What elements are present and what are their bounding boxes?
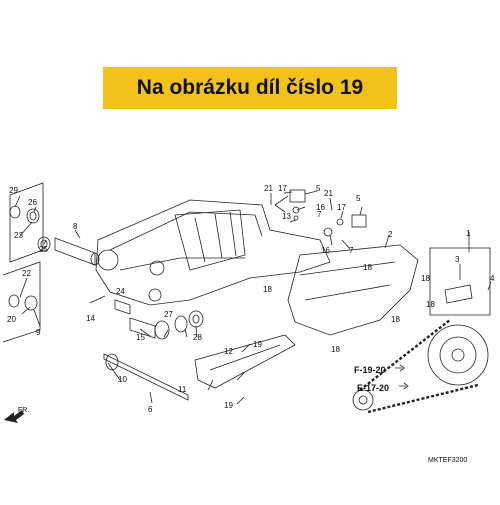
callout-27: 27 bbox=[164, 310, 173, 319]
banner-text: Na obrázku díl číslo 19 bbox=[136, 76, 364, 99]
callout-2: 2 bbox=[388, 230, 393, 239]
callout-21b: 21 bbox=[324, 189, 333, 198]
chain-case bbox=[287, 244, 419, 336]
pivot-sleeve bbox=[54, 237, 96, 266]
front-sprocket bbox=[352, 389, 374, 411]
callout-19a: 19 bbox=[253, 340, 262, 349]
drive-sprocket bbox=[427, 324, 489, 386]
callout-24: 24 bbox=[116, 287, 125, 296]
drive-chain bbox=[359, 319, 479, 414]
swingarm bbox=[95, 199, 331, 306]
callout-6: 6 bbox=[148, 405, 153, 414]
bearing-29 bbox=[9, 205, 21, 219]
callout-19b: 19 bbox=[224, 401, 233, 410]
ref-f-19-20[interactable]: F-19-20 bbox=[354, 365, 386, 375]
callout-28: 28 bbox=[193, 333, 202, 342]
diagram-code: MKTEF3200 bbox=[428, 457, 467, 464]
callout-9: 9 bbox=[36, 328, 41, 337]
callout-17b: 17 bbox=[337, 203, 346, 212]
part-number-banner: Na obrázku díl číslo 19 bbox=[103, 67, 397, 109]
callout-11: 11 bbox=[178, 385, 187, 394]
chain-slider bbox=[194, 334, 296, 389]
callout-1: 1 bbox=[466, 229, 471, 238]
callout-18f: 18 bbox=[331, 345, 340, 354]
callout-14: 14 bbox=[86, 314, 95, 323]
front-arrow-icon bbox=[4, 410, 24, 423]
callout-16a: 16 bbox=[316, 203, 325, 212]
callout-21a: 21 bbox=[264, 184, 273, 193]
collar-24 bbox=[114, 299, 131, 315]
callout-23: 23 bbox=[14, 231, 23, 240]
sprocket-kit-bracket bbox=[429, 247, 491, 316]
callout-7b: 7 bbox=[349, 246, 354, 255]
pivot-axle bbox=[103, 353, 189, 401]
callout-16b: 16 bbox=[321, 246, 330, 255]
callout-17a: 17 bbox=[278, 184, 287, 193]
bushing-kit-bracket bbox=[9, 182, 44, 263]
callout-26: 26 bbox=[28, 198, 37, 207]
callout-20: 20 bbox=[7, 315, 16, 324]
callout-7a: 7 bbox=[317, 210, 322, 219]
callout-12: 12 bbox=[224, 347, 233, 356]
callout-18c: 18 bbox=[363, 263, 372, 272]
callout-29: 29 bbox=[9, 186, 18, 195]
callout-8: 8 bbox=[73, 222, 78, 231]
callout-18e: 18 bbox=[391, 315, 400, 324]
callout-18d: 18 bbox=[426, 300, 435, 309]
callout-4: 4 bbox=[490, 274, 495, 283]
callout-18b: 18 bbox=[263, 285, 272, 294]
adjuster-5b bbox=[351, 214, 367, 228]
callout-13: 13 bbox=[282, 212, 291, 221]
callout-5a: 5 bbox=[316, 184, 321, 193]
callout-25: 25 bbox=[39, 245, 48, 254]
callout-10: 10 bbox=[118, 375, 127, 384]
bushing-kit-bracket-lower bbox=[2, 261, 41, 343]
collar-15 bbox=[129, 317, 156, 339]
callout-5b: 5 bbox=[356, 194, 361, 203]
ref-e-17-20[interactable]: E-17-20 bbox=[357, 383, 389, 393]
adjuster-5a bbox=[289, 189, 306, 203]
callout-15: 15 bbox=[136, 333, 145, 342]
callout-22: 22 bbox=[22, 269, 31, 278]
callout-3: 3 bbox=[455, 255, 460, 264]
callout-18a: 18 bbox=[421, 274, 430, 283]
front-label: FR. bbox=[18, 407, 29, 414]
